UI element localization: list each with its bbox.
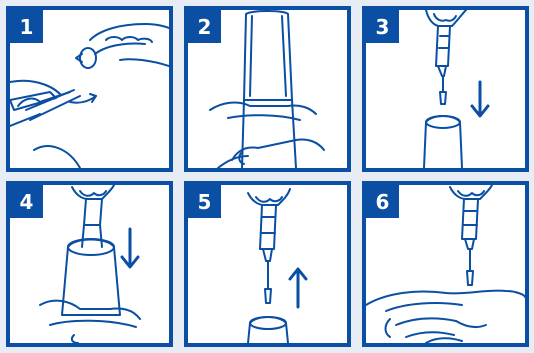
step-panel-3: 3 xyxy=(362,6,529,172)
down-arrow-icon xyxy=(472,82,488,116)
step-panel-1: 1 xyxy=(6,6,173,172)
up-arrow-icon xyxy=(290,269,306,307)
step-number-5: 5 xyxy=(188,185,221,218)
step-number-2: 2 xyxy=(188,10,221,43)
step-number-3: 3 xyxy=(366,10,399,43)
step-number-6: 6 xyxy=(366,185,399,218)
down-arrow-icon xyxy=(122,229,138,267)
step-panel-5: 5 xyxy=(184,181,351,347)
step-panel-6: 6 xyxy=(362,181,529,347)
step-number-1: 1 xyxy=(10,10,43,43)
step-panel-2: 2 xyxy=(184,6,351,172)
step-panel-4: 4 xyxy=(6,181,173,347)
step-number-4: 4 xyxy=(10,185,43,218)
